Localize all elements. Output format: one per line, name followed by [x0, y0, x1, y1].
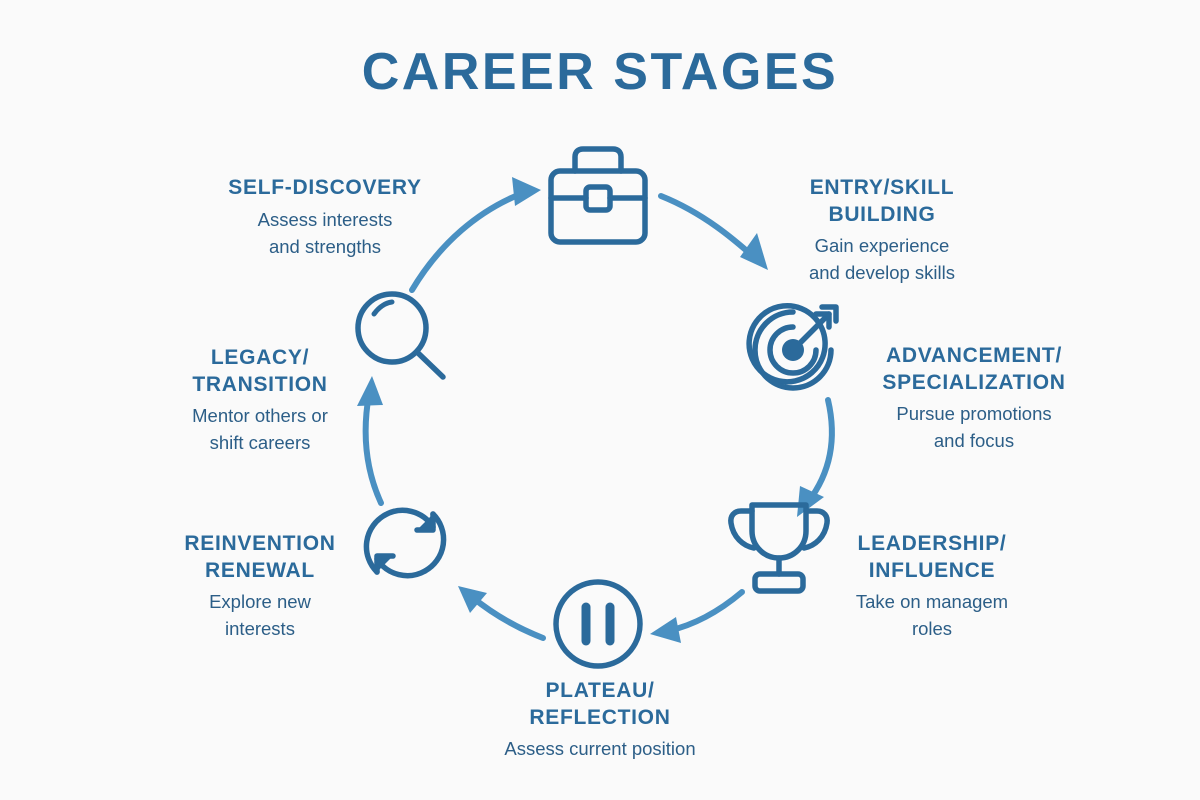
- stage-reinvention-renewal-description: Explore new interests: [209, 591, 311, 640]
- refresh-icon: [363, 507, 447, 579]
- stage-advancement-specialization[interactable]: ADVANCEMENT/ SPECIALIZATION Pursue promo…: [843, 343, 1105, 454]
- stage-leadership-influence-heading: LEADERSHIP/ INFLUENCE: [857, 532, 1007, 582]
- connector-arrows: [357, 177, 835, 643]
- arrow-reinvention-to-legacy: [357, 376, 384, 506]
- magnifier-icon: [355, 291, 446, 380]
- stage-plateau-reflection[interactable]: PLATEAU/ REFLECTION Assess current posit…: [440, 678, 760, 762]
- stage-legacy-transition[interactable]: LEGACY/ TRANSITION Mentor others or shif…: [135, 345, 385, 456]
- stage-entry-skill-building-description: Gain experience and develop skills: [808, 235, 956, 284]
- target-icon: [746, 303, 839, 391]
- arrow-advancement-to-leadership: [797, 397, 835, 517]
- stage-self-discovery[interactable]: SELF-DISCOVERY Assess interests and stre…: [170, 175, 480, 260]
- arrow-entry-to-advancement: [658, 193, 768, 270]
- stage-entry-skill-building-heading: ENTRY/SKILL BUILDING: [809, 176, 955, 226]
- stage-advancement-specialization-description: Pursue promotions and focus: [896, 403, 1052, 452]
- stage-leadership-influence-description: Take on managem roles: [855, 591, 1009, 640]
- stage-self-discovery-heading: SELF-DISCOVERY: [228, 176, 422, 199]
- trophy-icon: [728, 502, 830, 594]
- arrow-plateau-to-reinvention: [458, 586, 546, 641]
- stage-leadership-influence[interactable]: LEADERSHIP/ INFLUENCE Take on managem ro…: [812, 531, 1052, 642]
- stage-legacy-transition-heading: LEGACY/ TRANSITION: [192, 346, 328, 396]
- stage-reinvention-renewal[interactable]: REINVENTION RENEWAL Explore new interest…: [140, 531, 380, 642]
- page-title: CAREER STAGES: [361, 43, 839, 101]
- stage-plateau-reflection-heading: PLATEAU/ REFLECTION: [529, 679, 671, 729]
- stage-self-discovery-description: Assess interests and strengths: [257, 208, 393, 257]
- stage-reinvention-renewal-heading: REINVENTION RENEWAL: [184, 532, 336, 582]
- briefcase-icon: [548, 146, 648, 245]
- stage-icons: [355, 146, 839, 669]
- stage-plateau-reflection-description: Assess current position: [504, 738, 696, 760]
- stage-legacy-transition-description: Mentor others or shift careers: [192, 405, 328, 454]
- stage-entry-skill-building[interactable]: ENTRY/SKILL BUILDING Gain experience and…: [752, 175, 1012, 286]
- arrow-self-discovery-to-entry: [409, 177, 541, 293]
- stage-advancement-specialization-heading: ADVANCEMENT/ SPECIALIZATION: [882, 344, 1066, 394]
- arrow-leadership-to-plateau: [650, 589, 745, 643]
- pause-icon: [553, 579, 643, 669]
